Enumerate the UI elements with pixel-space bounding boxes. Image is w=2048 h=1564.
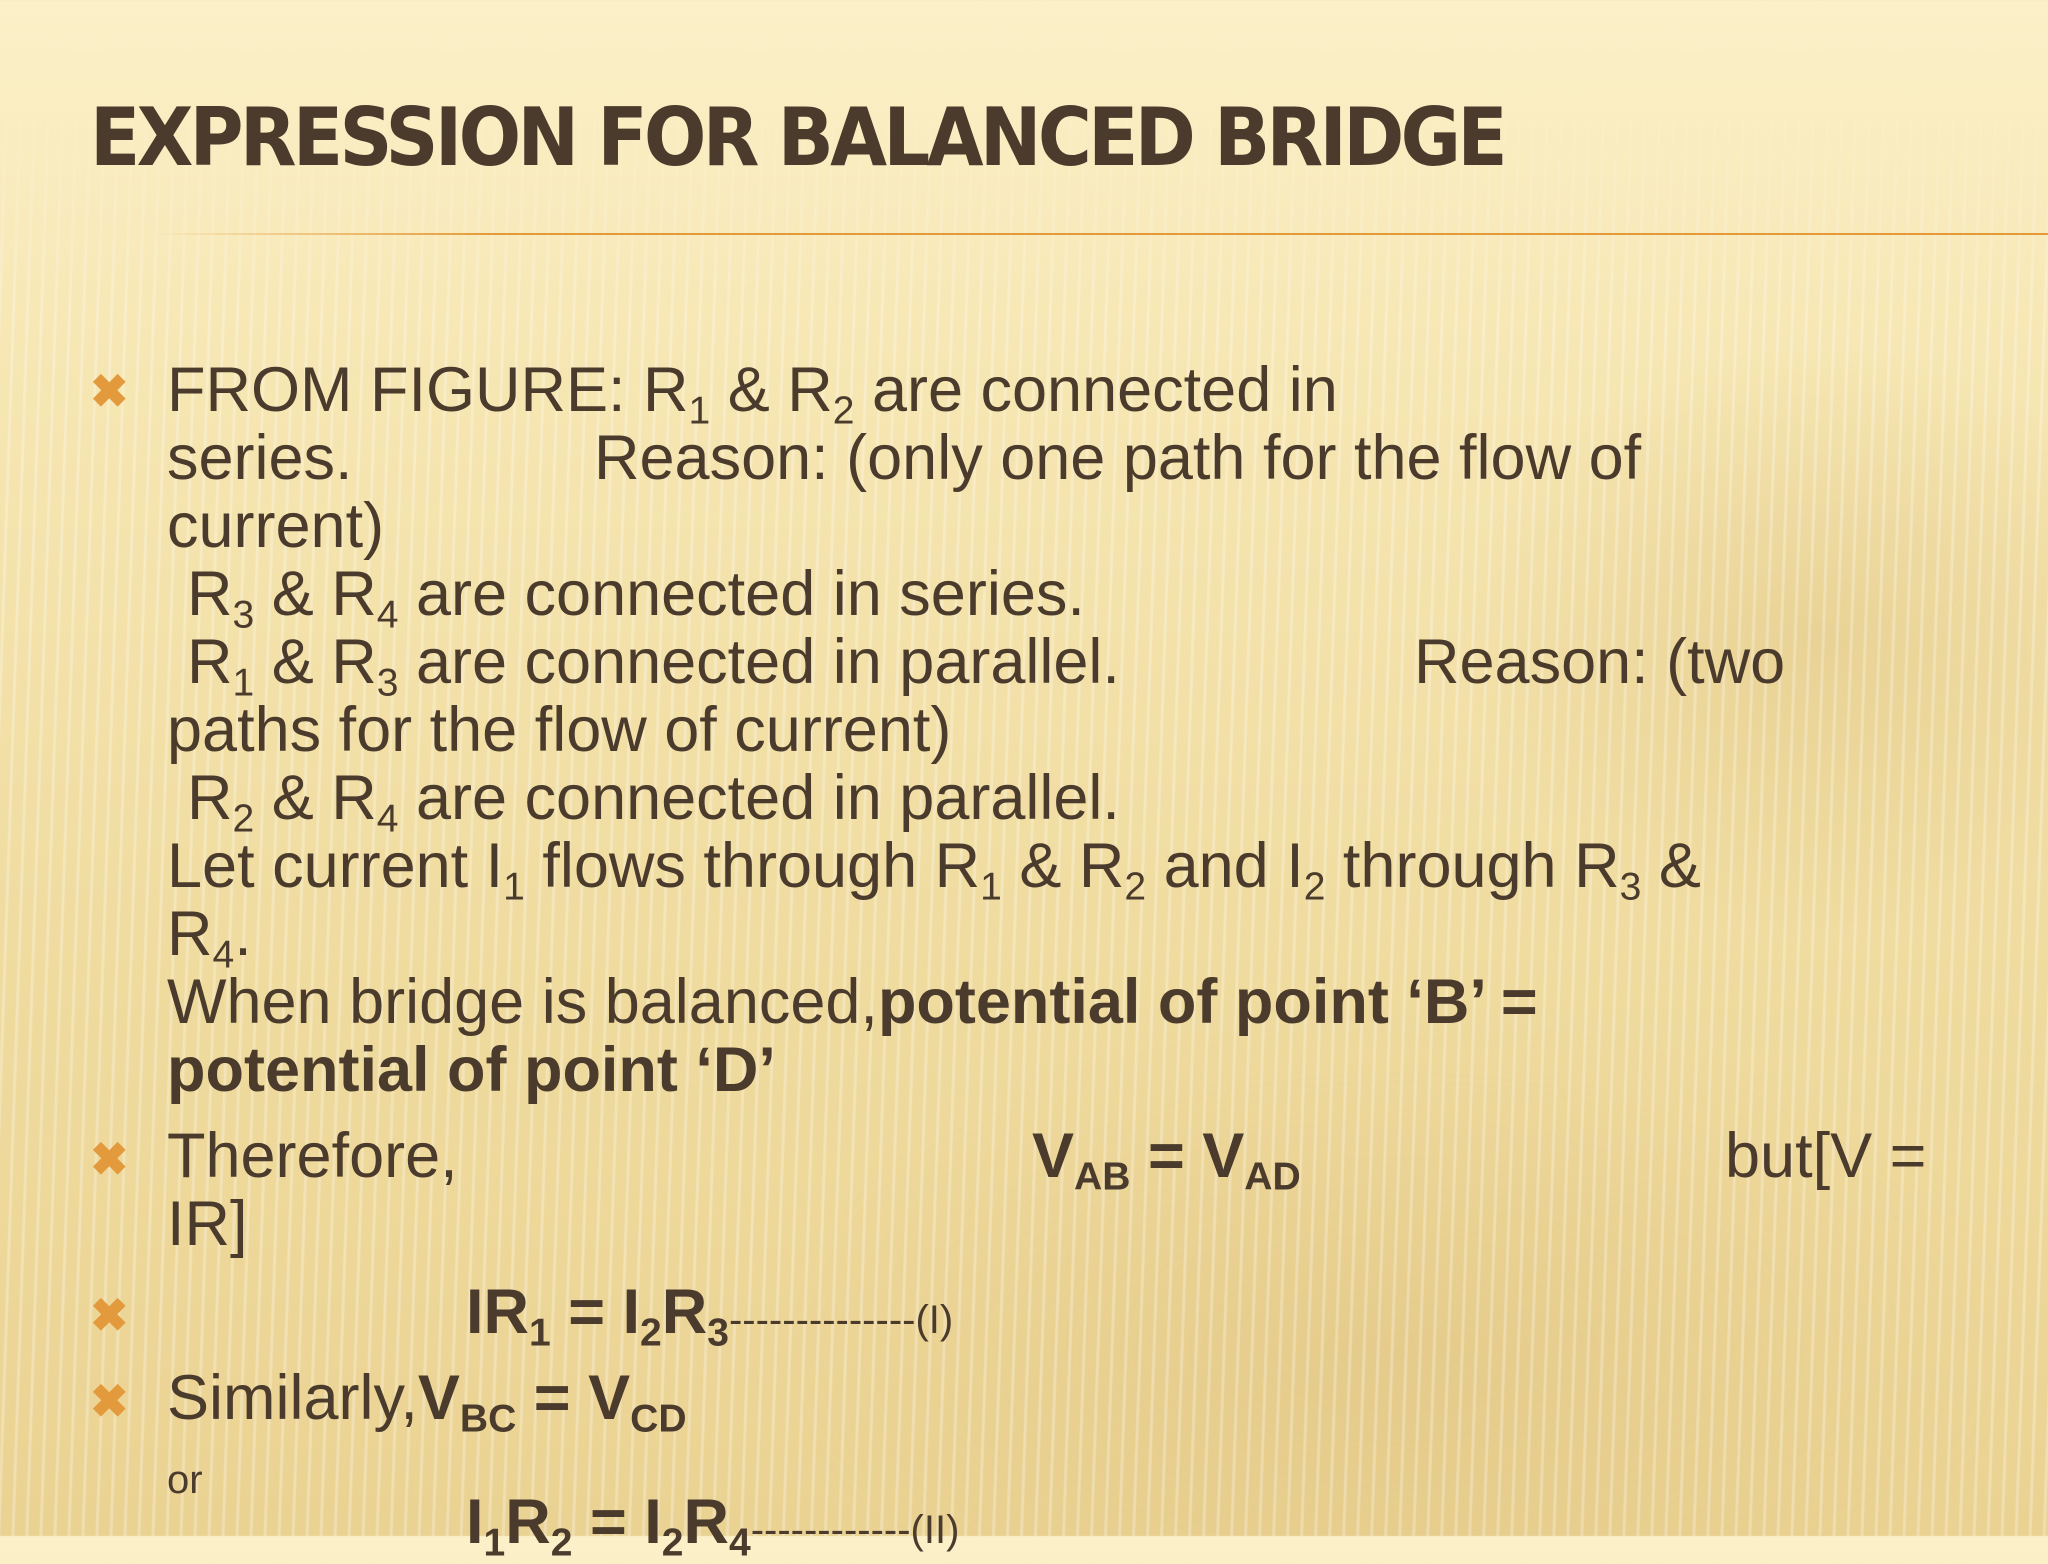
r2-r4-parallel-line: R2 & R4 are connected in parallel.: [187, 763, 1120, 841]
title-underline: [150, 233, 2048, 235]
balanced-condition-cont: potential of point ‘D’: [167, 1035, 776, 1105]
slide-title: EXPRESSION FOR BALANCED BRIDGE: [90, 91, 1508, 184]
bullet-x-icon: ✖: [90, 365, 129, 417]
current-flow-cont: R4.: [167, 899, 252, 977]
bullet-x-icon: ✖: [90, 1289, 129, 1341]
vab-vad-equation: VAB = VAD: [1032, 1121, 1301, 1199]
bullet-x-icon: ✖: [90, 1133, 129, 1185]
equation-one: IR1 = I2R3--------------(I): [466, 1277, 954, 1355]
r3-r4-series-line: R3 & R4 are connected in series.: [187, 559, 1085, 637]
parallel-reason-cont: paths for the flow of current): [167, 695, 952, 765]
similarly-line: Similarly,VBC = VCD: [167, 1363, 687, 1441]
series-reason-cont: current): [167, 491, 385, 561]
balanced-condition-line: When bridge is balanced,potential of poi…: [167, 967, 1538, 1037]
current-flow-line: Let current I1 flows through R1 & R2 and…: [167, 831, 1701, 909]
background-stripes: [0, 70, 2048, 1536]
equation-two: I1R2 = I2R4------------(II): [466, 1487, 960, 1564]
parallel-reason: Reason: (two: [1414, 627, 1786, 697]
ohms-law-note-cont: IR]: [167, 1189, 248, 1259]
figure-statement-line: FROM FIGURE: R1 & R2 are connected in: [167, 355, 1338, 433]
series-label: series.: [167, 423, 353, 493]
therefore-label: Therefore,: [167, 1121, 458, 1191]
ohms-law-note: but[V =: [1725, 1121, 1927, 1191]
r1-r3-parallel-line: R1 & R3 are connected in parallel.: [187, 627, 1120, 705]
or-label: or: [167, 1458, 203, 1502]
series-reason: Reason: (only one path for the flow of: [594, 423, 1642, 493]
bullet-x-icon: ✖: [90, 1375, 129, 1427]
